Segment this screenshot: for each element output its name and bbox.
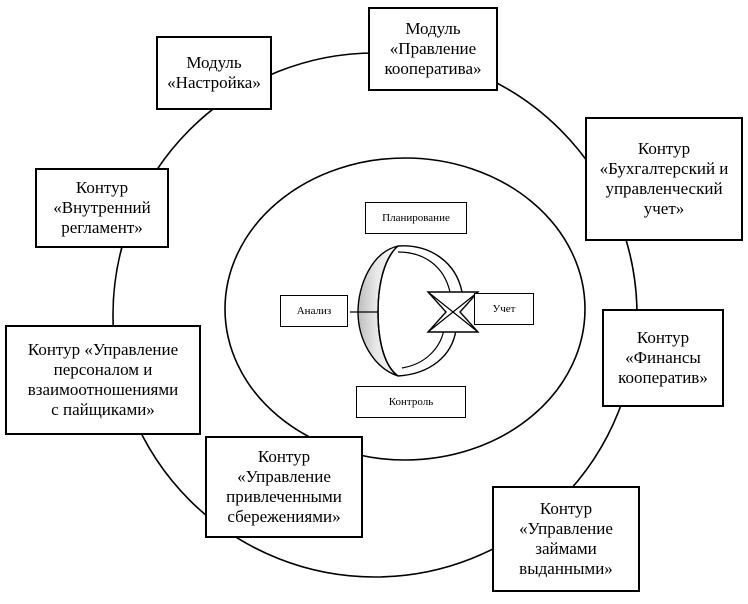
cycle-control-label: Контроль xyxy=(388,395,434,408)
contour-sberezheniya-label: Контур «Управление привлеченными сбереже… xyxy=(226,447,342,526)
cycle-planning: Планирование xyxy=(365,202,467,234)
contour-reglament: Контур «Внутренний регламент» xyxy=(35,168,169,248)
cycle-control: Контроль xyxy=(356,386,466,418)
cycle-accounting-label: Учет xyxy=(492,302,516,315)
inner-circle xyxy=(224,157,586,461)
module-nastroyka-label: Модуль «Настройка» xyxy=(167,53,261,92)
cycle-cylinder-icon xyxy=(350,245,480,377)
contour-finansy-label: Контур «Финансы кооператив» xyxy=(618,328,708,387)
contour-buhuchet-label: Контур «Бухгалтерский и управленческий у… xyxy=(599,139,729,218)
cycle-accounting: Учет xyxy=(474,293,534,325)
cycle-analysis: Анализ xyxy=(280,295,348,327)
contour-zaymy: Контур «Управление займами выданными» xyxy=(492,486,640,592)
cycle-analysis-label: Анализ xyxy=(296,304,332,317)
module-pravlenie: Модуль «Правление кооператива» xyxy=(368,7,498,91)
contour-personal-label: Контур «Управление персоналом и взаимоот… xyxy=(27,340,179,419)
contour-sberezheniya: Контур «Управление привлеченными сбереже… xyxy=(205,436,363,538)
contour-finansy: Контур «Финансы кооператив» xyxy=(602,309,724,407)
module-nastroyka: Модуль «Настройка» xyxy=(156,36,272,110)
contour-personal: Контур «Управление персоналом и взаимоот… xyxy=(5,325,201,435)
module-pravlenie-label: Модуль «Правление кооператива» xyxy=(384,19,482,78)
cycle-planning-label: Планирование xyxy=(382,211,450,224)
contour-zaymy-label: Контур «Управление займами выданными» xyxy=(519,499,613,578)
contour-reglament-label: Контур «Внутренний регламент» xyxy=(53,178,151,237)
contour-buhuchet: Контур «Бухгалтерский и управленческий у… xyxy=(585,117,743,241)
